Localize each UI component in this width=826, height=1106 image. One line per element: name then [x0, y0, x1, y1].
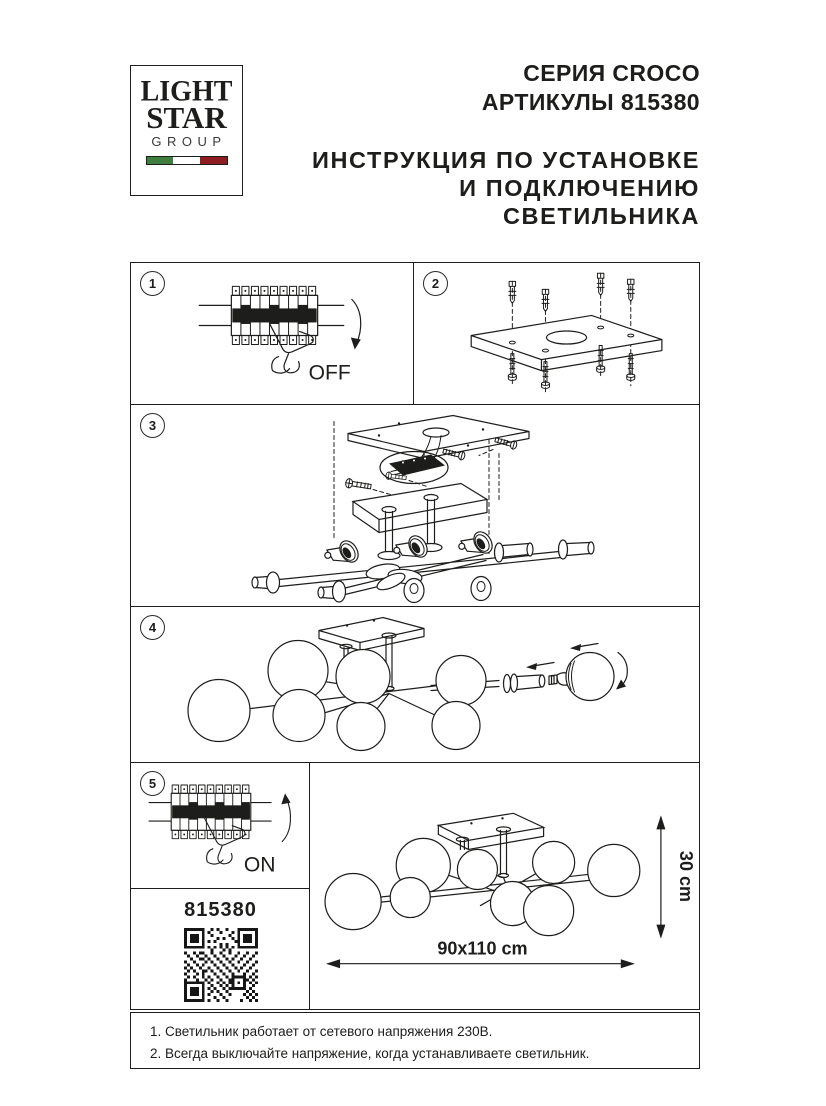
step-4-number-badge: 4 — [140, 615, 165, 640]
qr-code — [183, 928, 258, 1002]
articles-title: АРТИКУЛЫ 815380 — [481, 89, 700, 115]
assembly-exploded-illustration — [251, 414, 595, 604]
step-4-panel: 4 — [130, 606, 700, 764]
footnote-1: 1. Светильник работает от сетевого напря… — [150, 1024, 493, 1039]
article-qr-panel: 815380 — [130, 888, 311, 1010]
step-3-panel: 3 — [130, 404, 700, 608]
step-1-panel: 1 — [130, 262, 415, 406]
wall-anchor-icons — [508, 272, 635, 312]
mounting-screw-icons — [507, 345, 636, 389]
dimensions-panel: 90x110 cm 30 cm — [309, 762, 700, 1010]
off-label: OFF — [309, 362, 351, 385]
step-2-panel: 2 — [413, 262, 700, 406]
mounting-plate-illustration — [470, 272, 663, 395]
footnotes: 1. Светильник работает от сетевого напря… — [130, 1012, 700, 1069]
fixture-dimensions-illustration: 90x110 cm 30 cm — [324, 812, 696, 969]
step-5-panel: 5 — [130, 762, 311, 890]
step-5-number-badge: 5 — [140, 771, 165, 796]
logo-word-star: STAR — [146, 100, 227, 135]
step-2-number-badge: 2 — [423, 271, 448, 296]
logo-word-light: LIGHT — [140, 75, 233, 108]
flag-green-segment — [146, 157, 174, 164]
dimension-height-label: 30 cm — [676, 851, 696, 902]
breaker-on-illustration: ON — [148, 784, 292, 877]
glass-globes — [324, 837, 641, 937]
side-socket-icons — [493, 539, 595, 563]
step-1-number-badge: 1 — [140, 271, 165, 296]
arm-end-caps — [251, 571, 492, 604]
italian-flag-bar — [145, 156, 228, 165]
step-3-number-badge: 3 — [140, 413, 165, 438]
series-title: СЕРИЯ CROCO — [523, 60, 700, 86]
pointing-hand-icon — [203, 817, 246, 865]
lamp-holder-icons — [324, 531, 493, 563]
pointing-hand-icon — [268, 322, 314, 374]
globe-installation-illustration — [187, 616, 628, 752]
footnote-2: 2. Всегда выключайте напряжение, когда у… — [150, 1045, 590, 1061]
instruction-title-line1: ИНСТРУКЦИЯ ПО УСТАНОВКЕ — [312, 147, 700, 173]
socket-icon — [502, 673, 546, 694]
flag-red-segment — [199, 157, 227, 164]
breaker-off-illustration: OFF — [198, 285, 362, 385]
lightstar-logo: LIGHT STAR GROUP — [130, 65, 243, 196]
dimension-width-label: 90x110 cm — [437, 939, 527, 959]
article-number: 815380 — [184, 899, 257, 921]
detached-globe — [565, 651, 615, 702]
glass-globes — [187, 639, 487, 752]
on-label: ON — [244, 854, 276, 877]
flag-white-segment — [173, 157, 200, 164]
instruction-title-line2: И ПОДКЛЮЧЕНИЮ СВЕТИЛЬНИКА — [459, 175, 700, 229]
logo-word-group: GROUP — [151, 134, 227, 149]
header: СЕРИЯ CROCO АРТИКУЛЫ 815380 ИНСТРУКЦИЯ П… — [300, 59, 700, 230]
